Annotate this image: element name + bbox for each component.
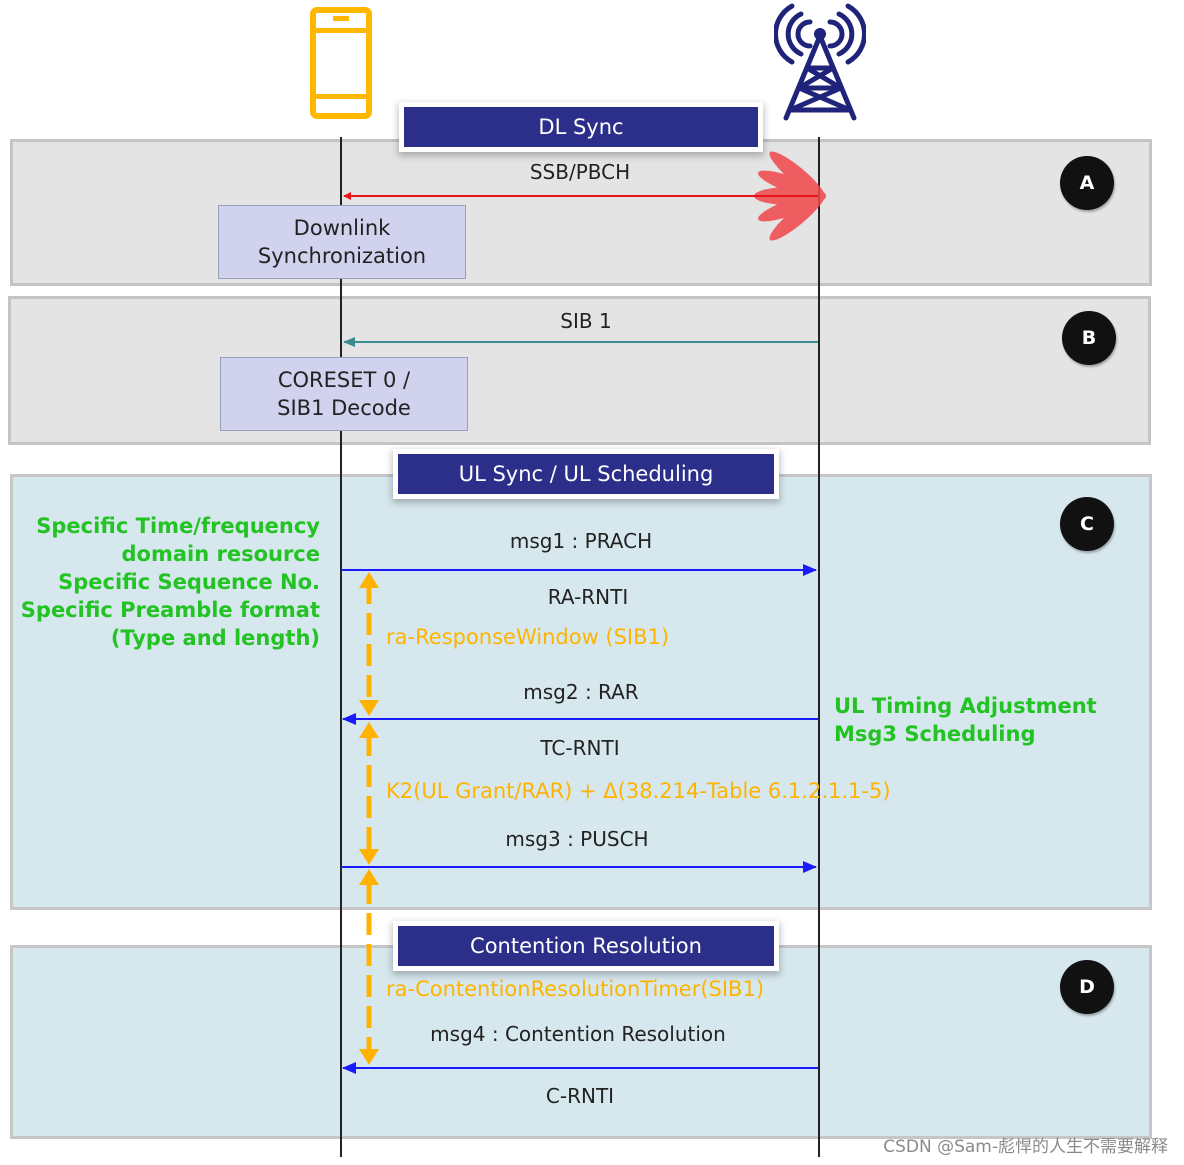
prach-params-note: Specific Time/frequency domain resource … <box>20 512 320 652</box>
ra-response-window-label: ra-ResponseWindow (SIB1) <box>386 625 670 649</box>
badge-a: A <box>1060 156 1114 210</box>
downlink-sync-line1: Downlink <box>293 216 391 240</box>
coreset-line2: SIB1 Decode <box>277 396 411 420</box>
badge-b: B <box>1062 311 1116 365</box>
ra-rnti-label: RA-RNTI <box>547 585 629 609</box>
downlink-sync-line2: Synchronization <box>257 244 427 268</box>
dl-sync-banner: DL Sync <box>404 107 758 147</box>
k2-label: K2(UL Grant/RAR) + Δ(38.214-Table 6.1.2.… <box>386 779 891 803</box>
ul-timing-note: UL Timing Adjustment Msg3 Scheduling <box>834 692 1097 748</box>
prach-note-line4: Specific Preamble format <box>20 598 320 622</box>
ssb-label: SSB/PBCH <box>529 160 631 184</box>
coreset-line1: CORESET 0 / <box>277 368 411 392</box>
prach-note-line2: domain resource <box>121 542 321 566</box>
contention-banner: Contention Resolution <box>398 926 774 966</box>
prach-note-line3: Specific Sequence No. <box>58 570 320 594</box>
sib1-label: SIB 1 <box>560 309 612 333</box>
msg3-label: msg3 : PUSCH <box>505 827 649 851</box>
panel-c <box>10 474 1152 910</box>
msg1-label: msg1 : PRACH <box>509 529 653 553</box>
coreset-box: CORESET 0 / SIB1 Decode <box>220 357 468 431</box>
downlink-sync-box: Downlink Synchronization <box>218 205 466 279</box>
prach-note-line5: (Type and length) <box>110 626 320 650</box>
cell-tower-icon <box>774 3 866 121</box>
panel-b <box>8 296 1151 445</box>
ue-lifeline <box>340 137 342 1157</box>
phone-icon <box>310 7 372 119</box>
ul-timing-line2: Msg3 Scheduling <box>834 722 1036 746</box>
ul-sync-banner: UL Sync / UL Scheduling <box>398 454 774 494</box>
ul-timing-line1: UL Timing Adjustment <box>834 694 1097 718</box>
tc-rnti-label: TC-RNTI <box>540 736 620 760</box>
panel-d <box>10 945 1152 1139</box>
msg4-label: msg4 : Contention Resolution <box>430 1022 726 1046</box>
badge-c: C <box>1060 497 1114 551</box>
prach-note-line1: Specific Time/frequency <box>36 514 320 538</box>
gnb-lifeline <box>818 137 820 1157</box>
msg2-label: msg2 : RAR <box>523 680 639 704</box>
badge-d: D <box>1060 960 1114 1014</box>
c-rnti-label: C-RNTI <box>545 1084 615 1108</box>
contention-timer-label: ra-ContentionResolutionTimer(SIB1) <box>386 977 765 1001</box>
watermark: CSDN @Sam-彪悍的人生不需要解释 <box>883 1137 1168 1157</box>
